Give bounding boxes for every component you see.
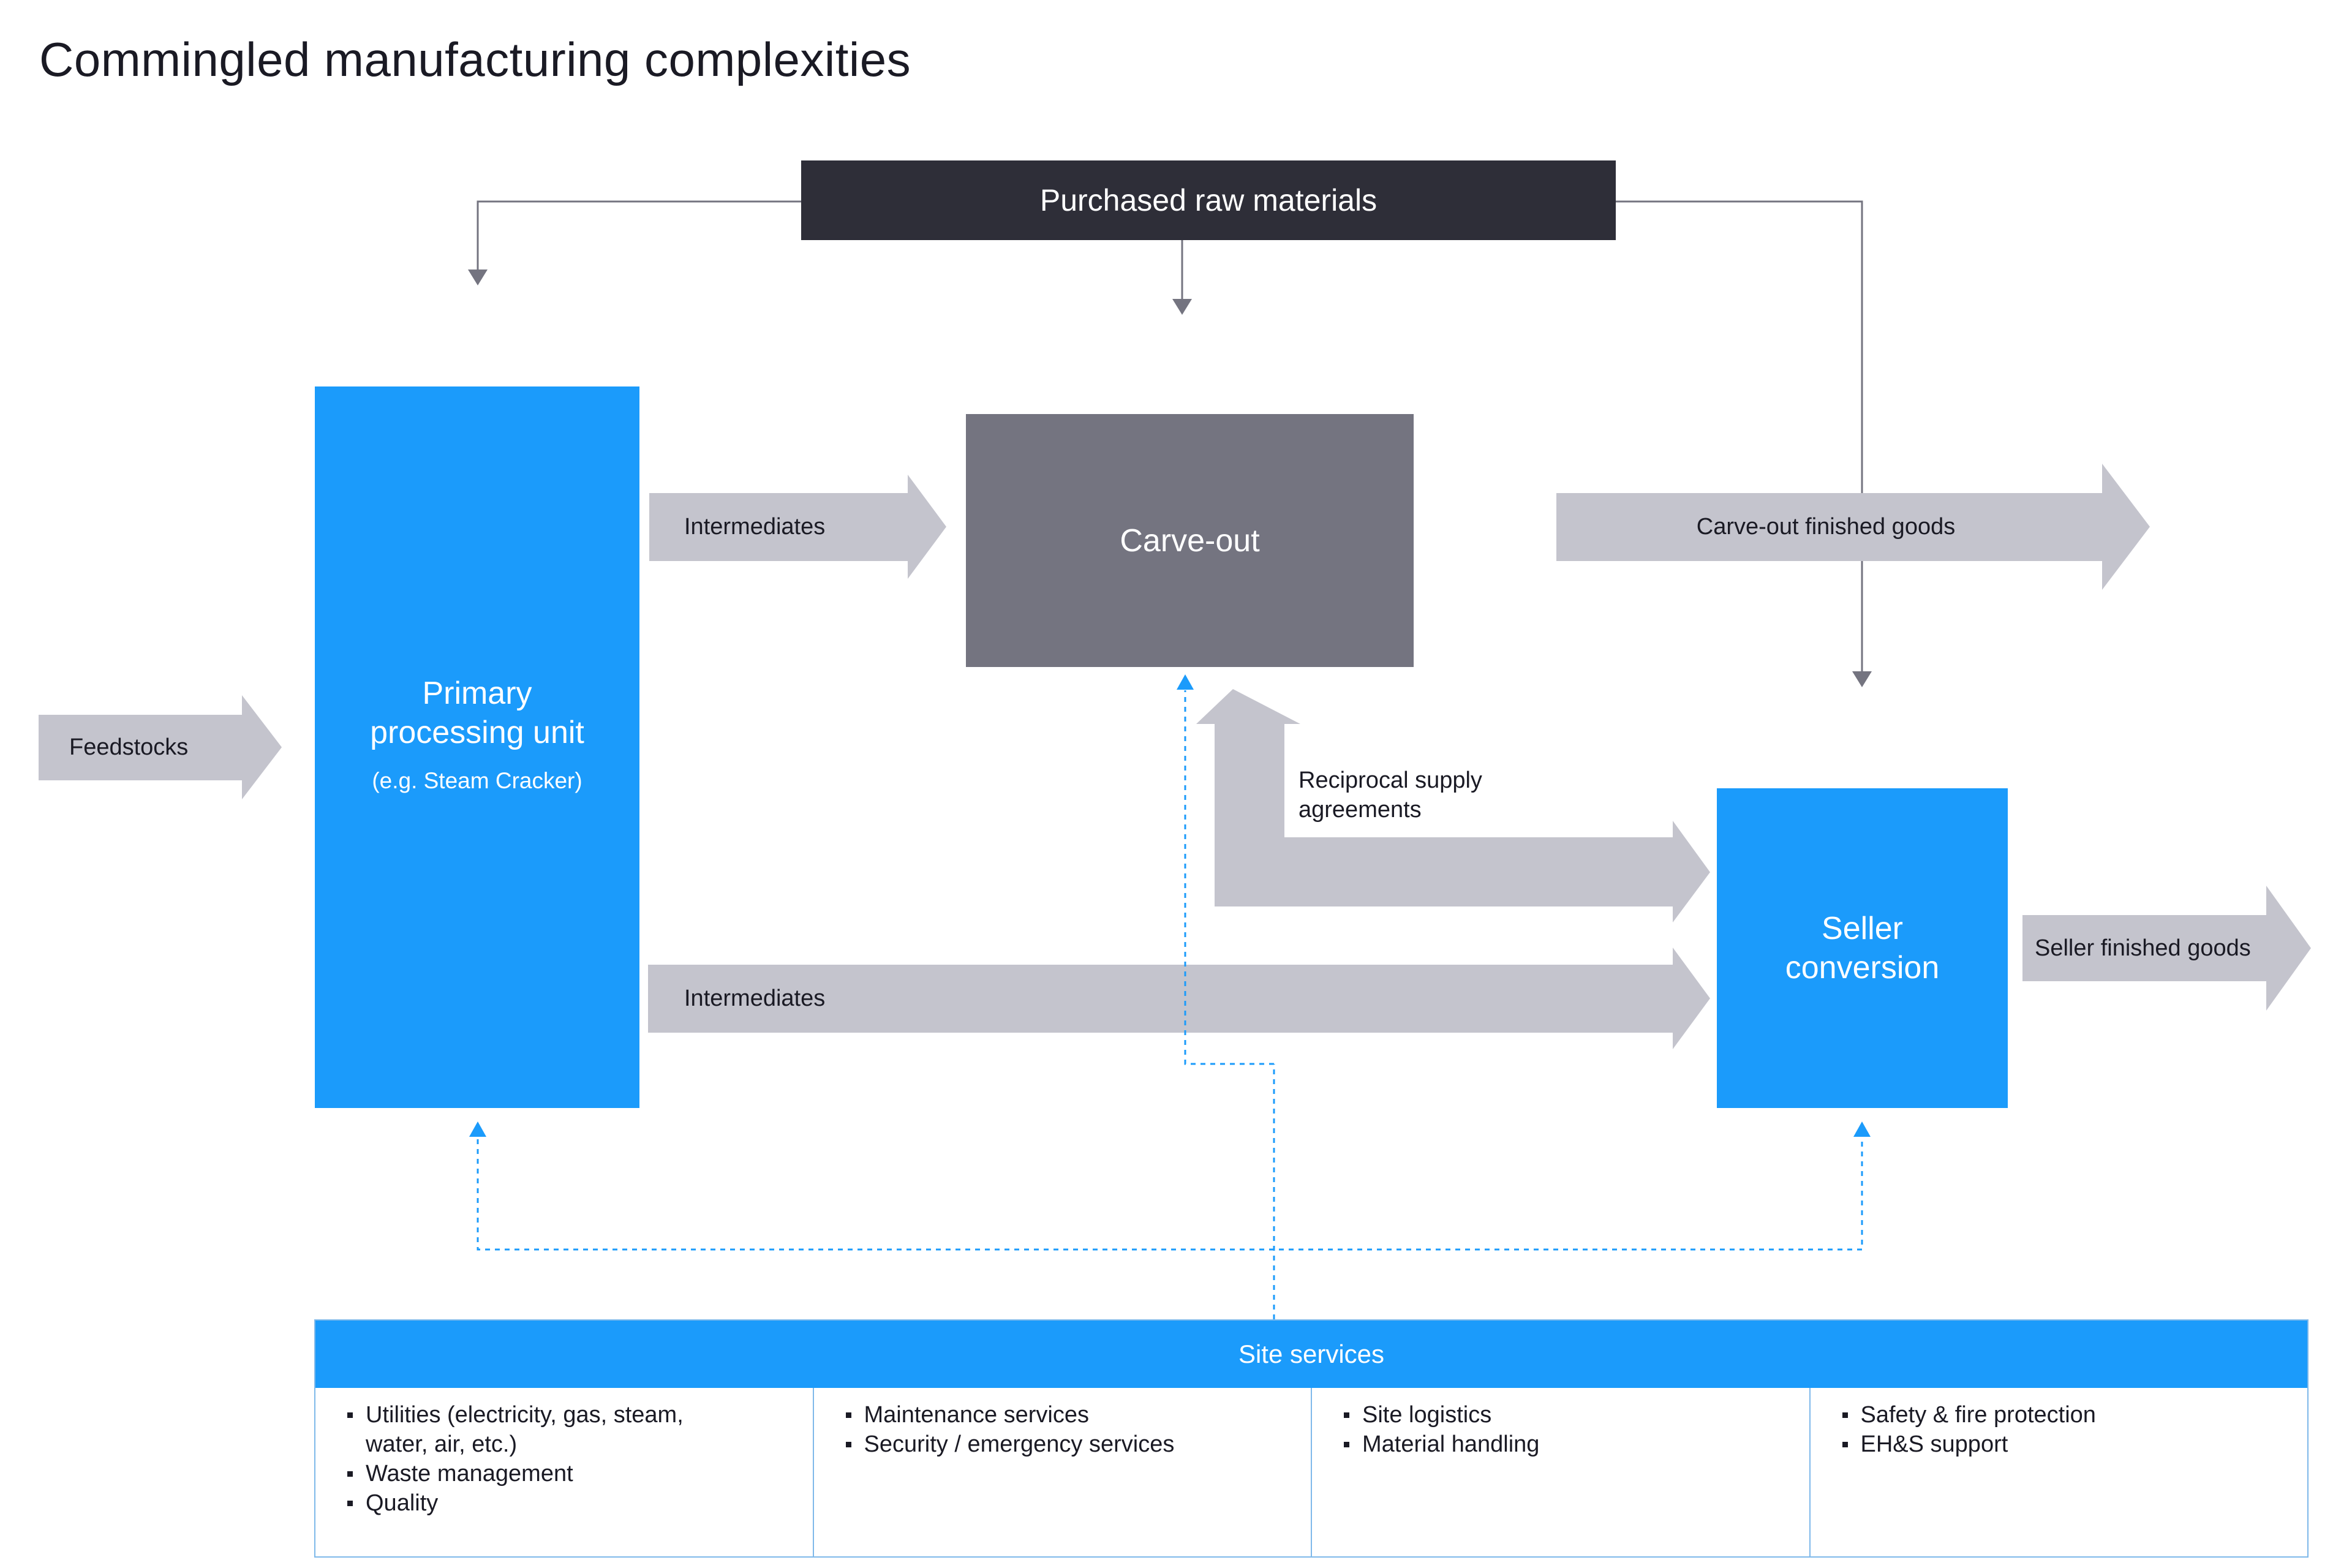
site-services-table: Site services Utilities (electricity, ga… [314, 1319, 2309, 1558]
seller-finished-goods-arrow [2022, 886, 2311, 1011]
feedstocks-arrow [39, 695, 282, 799]
feedstocks-label: Feedstocks [69, 734, 189, 760]
dotted-carveout-head [1177, 674, 1194, 690]
primary-processing-unit-box [315, 386, 639, 1108]
dotted-primary-head [469, 1121, 486, 1137]
primary-processing-unit-label: Primary processing unit (e.g. Steam Crac… [315, 674, 639, 794]
service-item: Utilities (electricity, gas, steam, [346, 1400, 801, 1430]
page-title: Commingled manufacturing complexities [39, 32, 911, 86]
carveout-finished-goods-arrow [1556, 464, 2150, 590]
connector-to-seller [1616, 200, 1863, 673]
seller-finished-goods-label: Seller finished goods [2035, 935, 2251, 961]
primary-unit-subtitle: (e.g. Steam Cracker) [372, 768, 582, 793]
service-item: EH&S support [1841, 1430, 2296, 1459]
service-item: Site logistics [1343, 1400, 1797, 1430]
service-item: Safety & fire protection [1841, 1400, 2296, 1430]
reciprocal-arrow [1196, 689, 1710, 922]
site-services-header: Site services [315, 1321, 2307, 1388]
seller-conversion-label: Seller conversion [1717, 788, 2008, 1108]
connector-to-primary [477, 200, 801, 270]
dotted-seller-head [1853, 1121, 1871, 1137]
purchased-raw-materials-label: Purchased raw materials [1039, 183, 1378, 217]
dotted-carveout-route [1184, 690, 1274, 1065]
services-column: Safety & fire protection EH&S support [1811, 1388, 2308, 1558]
carve-out-label: Carve-out [1120, 522, 1260, 559]
seller-line2: conversion [1785, 950, 1940, 986]
services-column: Site logistics Material handling [1312, 1388, 1811, 1558]
dotted-services-bus [477, 1139, 1863, 1251]
intermediates-bottom-label: Intermediates [684, 986, 826, 1011]
reciprocal-supply-label: Reciprocal supply agreements [1298, 766, 1482, 824]
purchased-raw-materials-box [801, 160, 1616, 240]
primary-unit-line2: processing unit [370, 715, 584, 750]
services-column: Utilities (electricity, gas, steam, wate… [315, 1388, 814, 1558]
intermediates-top-arrow [649, 475, 946, 579]
reciprocal-line1: Reciprocal supply [1298, 767, 1482, 793]
seller-line1: Seller [1822, 911, 1903, 946]
reciprocal-line2: agreements [1298, 797, 1422, 823]
service-item: Material handling [1343, 1430, 1797, 1459]
service-item-continuation: water, air, etc.) [366, 1431, 518, 1457]
service-item: Waste management [346, 1459, 801, 1488]
connector-to-carveout-head [1172, 299, 1192, 315]
carve-out-box [966, 414, 1414, 667]
services-column: Maintenance services Security / emergenc… [814, 1388, 1312, 1558]
intermediates-top-label: Intermediates [684, 514, 826, 540]
site-services-columns: Utilities (electricity, gas, steam, wate… [315, 1388, 2307, 1558]
intermediates-bottom-arrow [648, 948, 1710, 1049]
primary-unit-line1: Primary [422, 676, 532, 711]
connector-to-primary-head [468, 270, 488, 285]
carveout-finished-goods-label: Carve-out finished goods [1696, 514, 1956, 540]
service-item: Security / emergency services [845, 1430, 1299, 1459]
connector-to-seller-head [1852, 671, 1872, 687]
seller-conversion-box [1717, 788, 2008, 1108]
service-item: Maintenance services [845, 1400, 1299, 1430]
service-item: Quality [346, 1488, 801, 1518]
